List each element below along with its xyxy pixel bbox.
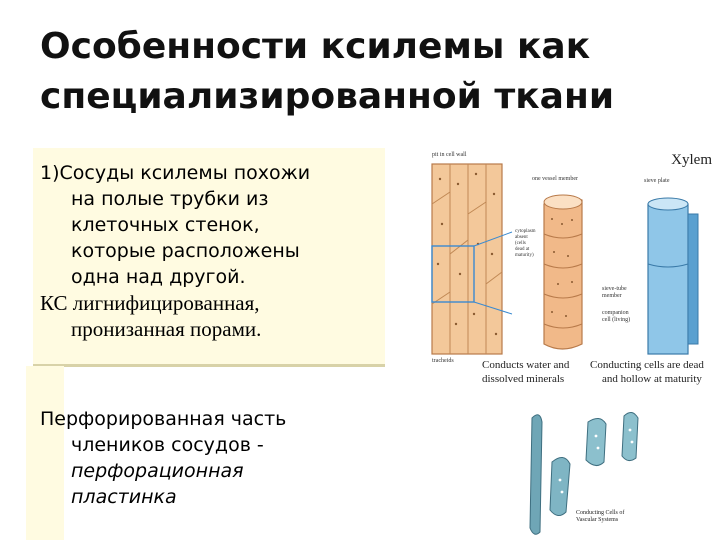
label-pit: pit in cell wall xyxy=(432,152,467,158)
cells-illustration xyxy=(529,412,639,535)
title-line-2: специализированной ткани xyxy=(40,76,615,117)
caption-right: Conducting cells are dead and hollow at … xyxy=(590,359,707,385)
label-tracheids: tracheids xyxy=(432,358,454,364)
highlight-strip xyxy=(26,366,64,540)
text-line: клеточных стенок, xyxy=(71,214,260,236)
text-line: Перфорированная часть xyxy=(40,408,287,430)
text-line: пронизанная порами. xyxy=(71,317,262,341)
label-cytoplasm: cytoplasm absent (cells dead at maturity… xyxy=(515,229,537,258)
vessel-illustration xyxy=(543,194,583,350)
slide-title: Особенности ксилемы как специализированн… xyxy=(40,22,710,122)
text-line: которые расположены xyxy=(71,240,300,262)
highlight-box xyxy=(33,148,385,366)
label-sieve-tube: sieve-tube member xyxy=(602,286,628,299)
conducting-cells-image: Conducting Cells of Vascular Systems xyxy=(520,402,720,540)
xylem-diagram: Xylem pit in cell wall one vessel member… xyxy=(412,144,720,390)
paragraph-vessels: 1)Сосуды ксилемы похожи на полые трубки … xyxy=(40,160,385,342)
text-line-italic: пластинка xyxy=(71,486,177,508)
title-line-1: Особенности ксилемы как xyxy=(40,26,591,67)
text-line: 1)Сосуды ксилемы похожи xyxy=(40,162,311,184)
diagram-heading: Xylem xyxy=(671,152,712,168)
label-sieve-plate: sieve plate xyxy=(644,178,670,184)
label-one-vessel: one vessel member xyxy=(532,176,578,182)
text-line: КС лигнифицированная, xyxy=(40,291,260,315)
text-line: одна над другой. xyxy=(71,266,246,288)
label-companion: companion cell (living) xyxy=(602,310,630,323)
tracheids-illustration xyxy=(431,163,513,355)
caption-left: Conducts water and dissolved minerals xyxy=(482,359,572,385)
text-line: члеников сосудов - xyxy=(71,434,264,456)
sieve-tube-illustration xyxy=(647,197,699,355)
paragraph-perforation: Перфорированная часть члеников сосудов -… xyxy=(40,406,370,510)
text-line-italic: перфорационная xyxy=(71,460,244,482)
cells-caption: Conducting Cells of Vascular Systems xyxy=(576,509,626,523)
text-line: на полые трубки из xyxy=(71,188,269,210)
highlight-underline xyxy=(33,364,385,367)
